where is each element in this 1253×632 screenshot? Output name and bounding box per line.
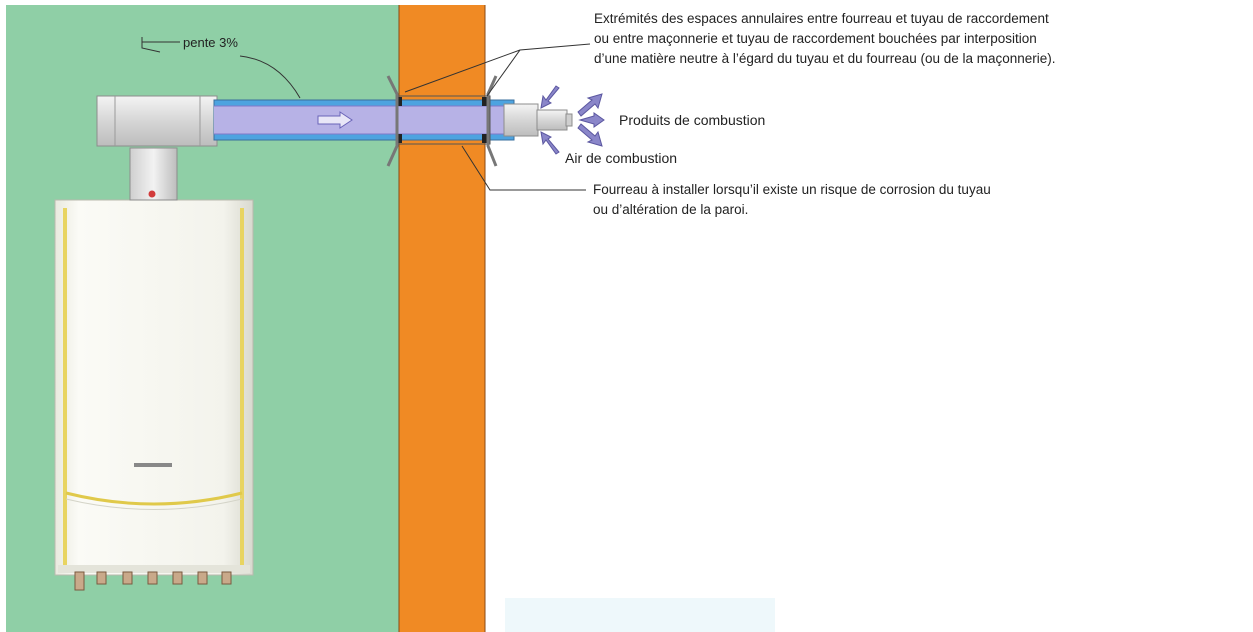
outer-rosette xyxy=(486,75,498,167)
inner-duct xyxy=(214,106,506,134)
sleeve-note-line: ou d’altération de la paroi. xyxy=(593,202,749,217)
masonry-wall xyxy=(399,5,485,632)
flue-connector xyxy=(148,190,156,198)
annular-note-line: ou entre maçonnerie et tuyau de raccorde… xyxy=(594,31,1037,46)
exhaust-arrows xyxy=(577,93,605,147)
sleeve-note-line: Fourreau à installer lorsqu’il existe un… xyxy=(593,182,991,197)
annular-space-note: Extrémités des espaces annulaires entre … xyxy=(594,9,1056,69)
leader-slope xyxy=(239,55,301,99)
slope-label: pente 3% xyxy=(183,35,238,50)
leader-annular-note xyxy=(486,43,591,97)
inner-rosette xyxy=(386,75,399,167)
sleeve-note: Fourreau à installer lorsqu’il existe un… xyxy=(593,180,991,220)
annular-note-line: d’une matière neutre à l’égard du tuyau … xyxy=(594,51,1056,66)
seal-plug-outer xyxy=(482,97,488,106)
annular-note-line: Extrémités des espaces annulaires entre … xyxy=(594,11,1049,26)
seal-plug-inner xyxy=(396,97,402,106)
boiler-fittings xyxy=(74,571,232,591)
leader-sleeve-note xyxy=(461,145,586,191)
flow-arrow xyxy=(317,111,353,129)
terminal xyxy=(503,103,539,137)
tee-fitting xyxy=(96,95,218,147)
terminal-nozzle xyxy=(536,109,568,131)
combustion-air-label: Air de combustion xyxy=(565,150,678,166)
boiler xyxy=(54,199,254,591)
boiler-logo xyxy=(134,463,172,467)
intake-arrows xyxy=(540,85,560,155)
combustion-products-label: Produits de combustion xyxy=(619,112,766,128)
